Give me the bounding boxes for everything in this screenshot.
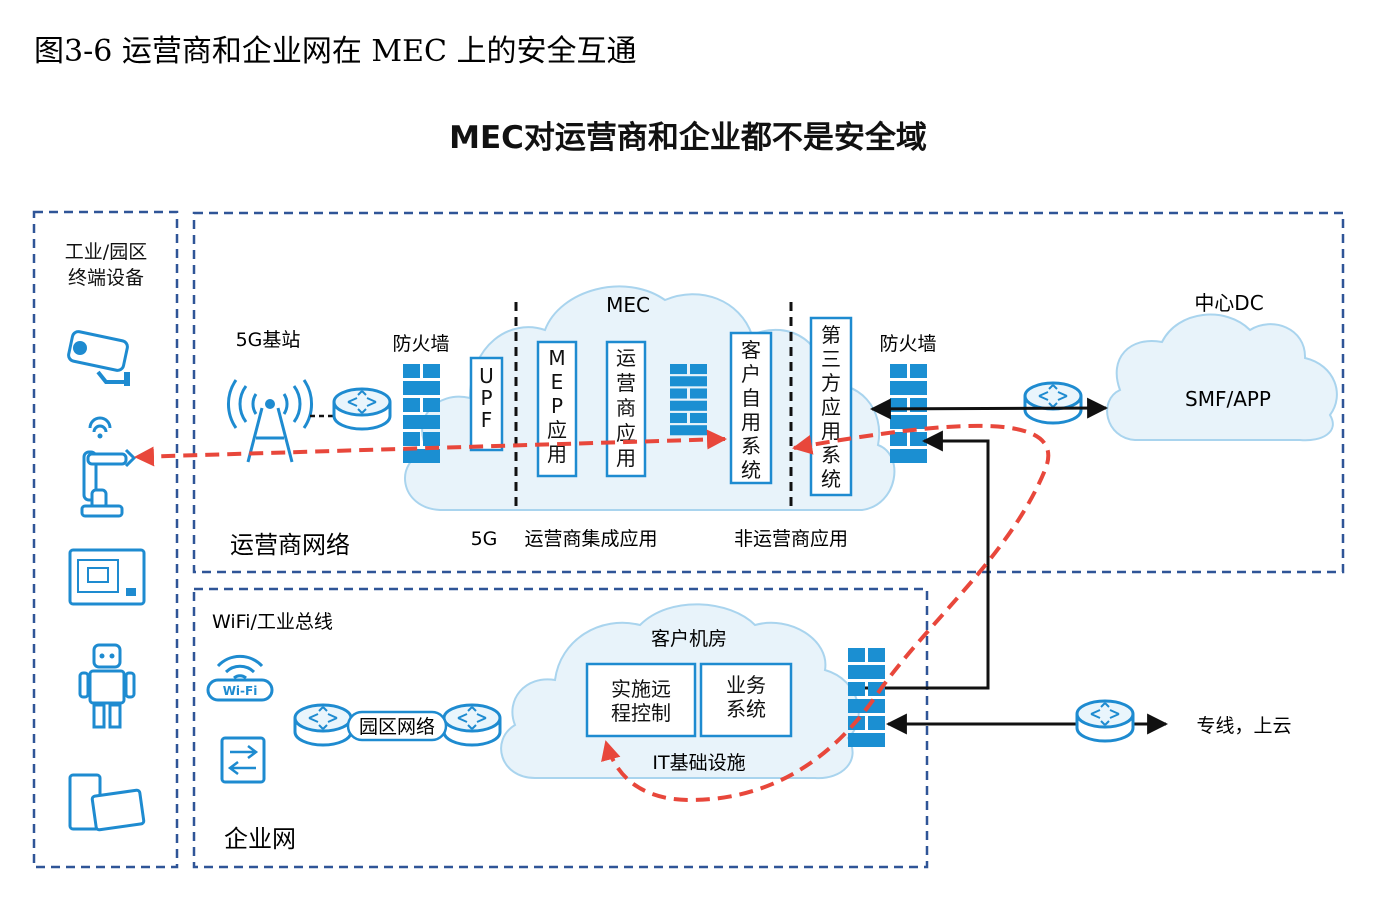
terminals-zone — [32, 210, 179, 869]
third-party-label: 第三方应用系统 — [821, 323, 841, 491]
campus-router-left-icon — [293, 703, 353, 747]
humanoid-robot-icon — [78, 643, 136, 729]
smf-app-label: SMF/APP — [1185, 387, 1271, 411]
dc-router-icon — [1023, 381, 1083, 425]
wifi-badge-label: Wi-Fi — [223, 684, 258, 698]
center-dc-cloud — [1106, 313, 1338, 442]
segment-5g-label: 5G — [471, 528, 498, 550]
customer-app-label: 客户自用系统 — [741, 338, 761, 482]
firewall-dc-arrow — [869, 397, 1109, 420]
third-party-box — [809, 316, 853, 497]
enterprise-uplink-arrow — [852, 430, 990, 690]
operator-network-zone — [192, 211, 1345, 574]
figure-caption: 图3-6 运营商和企业网在 MEC 上的安全互通 — [34, 34, 637, 69]
operator-app-label: 运营商应用 — [616, 346, 636, 470]
it-infra-label: IT基础设施 — [652, 752, 745, 774]
wifi-bus-label: WiFi/工业总线 — [212, 611, 333, 633]
firewall-right-label: 防火墙 — [879, 333, 936, 355]
campus-router-right-icon — [442, 703, 502, 747]
switch-icon — [220, 736, 266, 784]
wifi-icon: Wi-Fi — [206, 654, 274, 702]
diagram-title: MEC对运营商和企业都不是安全域 — [449, 120, 927, 156]
antenna-icon — [226, 379, 314, 463]
firewall-right-icon — [890, 364, 927, 463]
campus-network-label: 园区网络 — [359, 716, 435, 738]
business-system-label: 业务系统 — [726, 673, 766, 721]
private-line-label: 专线，上云 — [1196, 715, 1291, 737]
customer-room-label: 客户机房 — [651, 628, 727, 650]
segment-non-operator-label: 非运营商应用 — [734, 528, 848, 550]
center-dc-label: 中心DC — [1194, 291, 1263, 315]
firewall-left-label: 防火墙 — [392, 333, 449, 355]
mec-label: MEC — [606, 293, 650, 317]
campus-network-box — [346, 710, 448, 742]
camera-icon — [67, 330, 130, 386]
remote-control-label: 实施远程控制 — [611, 677, 671, 725]
operator-network-label: 运营商网络 — [230, 531, 350, 559]
segment-integrated-label: 运营商集成应用 — [524, 528, 657, 550]
router-icon — [332, 387, 392, 431]
enterprise-network-label: 企业网 — [224, 825, 296, 853]
robot-arm-icon — [80, 416, 137, 518]
terminals-zone-label: 工业/园区终端设备 — [65, 241, 147, 289]
private-line-router-icon — [1075, 699, 1135, 743]
base-station-label: 5G基站 — [236, 329, 301, 351]
tablet-icon — [68, 773, 146, 832]
industrial-panel-icon — [68, 548, 146, 606]
